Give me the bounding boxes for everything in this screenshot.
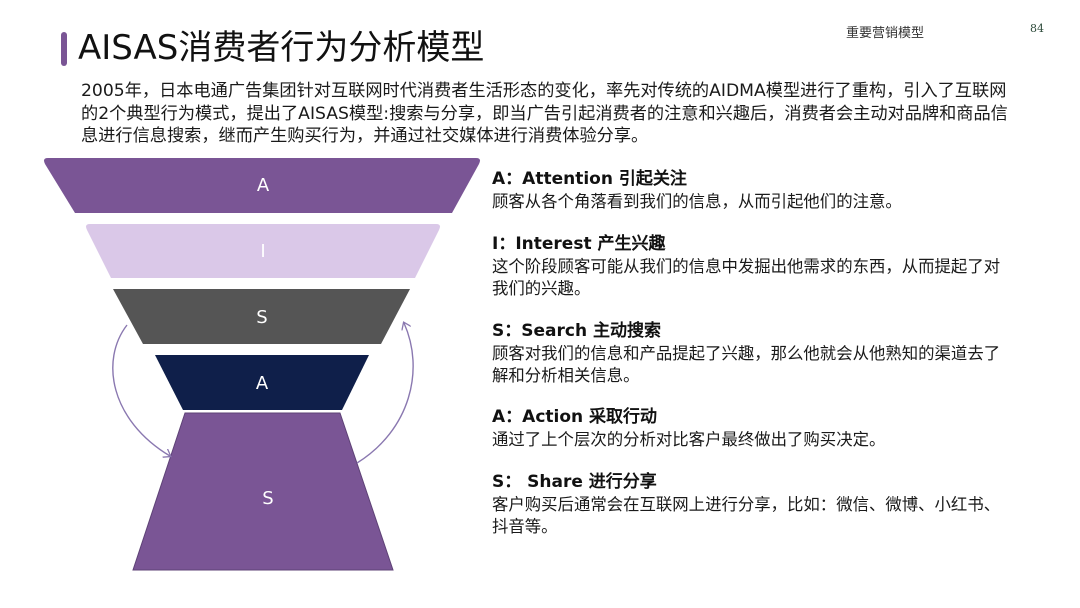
stage-title: A：Action 采取行动 xyxy=(492,407,658,427)
funnel-letter: A xyxy=(256,373,269,394)
stage-item-interest: I：Interest 产生兴趣 这个阶段顾客可能从我们的信息中发掘出他需求的东西… xyxy=(492,233,1012,300)
section-label: 重要营销模型 xyxy=(846,26,925,41)
title-accent-bar xyxy=(61,32,67,66)
page-title: AISAS消费者行为分析模型 xyxy=(78,28,485,68)
funnel-letter: I xyxy=(260,241,265,262)
left-curved-arrow-icon xyxy=(112,324,170,456)
funnel-letter: S xyxy=(262,488,273,509)
stage-description: 客户购买后通常会在互联网上进行分享，比如：微信、微博、小红书、抖音等。 xyxy=(492,495,1001,536)
stage-item-attention: A：Attention 引起关注 顾客从各个角落看到我们的信息，从而引起他们的注… xyxy=(492,168,1012,213)
funnel-layer-search: S xyxy=(113,289,410,344)
funnel-letter: A xyxy=(257,175,270,196)
stage-item-share: S： Share 进行分享 客户购买后通常会在互联网上进行分享，比如：微信、微博… xyxy=(492,471,1012,538)
stage-title: I：Interest 产生兴趣 xyxy=(492,234,666,254)
stage-description: 顾客对我们的信息和产品提起了兴趣，那么他就会从他熟知的渠道去了解和分析相关信息。 xyxy=(492,344,1001,385)
stage-item-search: S：Search 主动搜索 顾客对我们的信息和产品提起了兴趣，那么他就会从他熟知… xyxy=(492,320,1012,387)
stage-description: 顾客从各个角落看到我们的信息，从而引起他们的注意。 xyxy=(492,192,902,211)
stage-title: A：Attention 引起关注 xyxy=(492,169,687,189)
intro-paragraph: 2005年，日本电通广告集团针对互联网时代消费者生活形态的变化，率先对传统的AI… xyxy=(81,81,1008,146)
stage-description: 通过了上个层次的分析对比客户最终做出了购买决定。 xyxy=(492,430,886,449)
funnel-layer-attention: A xyxy=(44,158,480,213)
stage-item-action: A：Action 采取行动 通过了上个层次的分析对比客户最终做出了购买决定。 xyxy=(492,406,1012,451)
stage-title: S：Search 主动搜索 xyxy=(492,321,661,341)
funnel-layer-action: A xyxy=(155,355,369,410)
funnel-letter: S xyxy=(256,307,267,328)
right-curved-arrow-icon xyxy=(356,323,414,464)
stage-title: S： Share 进行分享 xyxy=(492,472,657,492)
stage-description: 这个阶段顾客可能从我们的信息中发掘出他需求的东西，从而提起了对我们的兴趣。 xyxy=(492,257,1001,298)
funnel-layer-interest: I xyxy=(86,224,440,278)
page-number: 84 xyxy=(1030,22,1044,35)
funnel-layer-share: S xyxy=(132,412,394,571)
